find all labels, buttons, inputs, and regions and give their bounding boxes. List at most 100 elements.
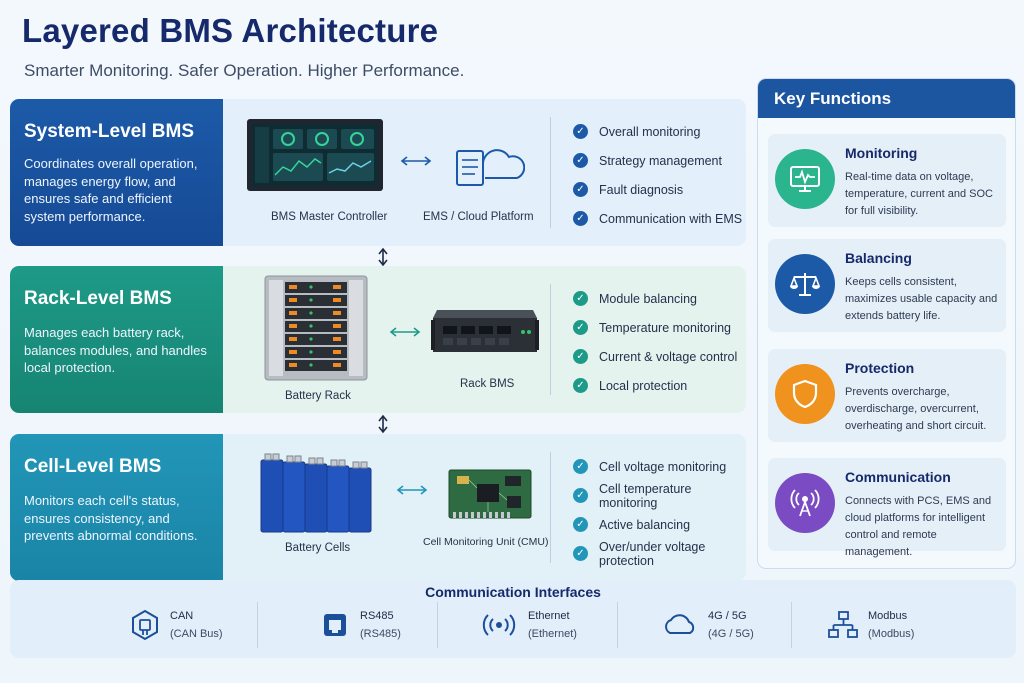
rack-level-description: Manages each battery rack, balances modu…	[24, 325, 207, 375]
interface-label: Modbus	[868, 610, 908, 622]
section-divider	[550, 284, 551, 395]
feature-label: Fault diagnosis	[599, 182, 684, 197]
check-icon: ✓	[573, 349, 588, 364]
function-title: Monitoring	[845, 145, 918, 161]
feature-item: ✓ Module balancing	[573, 284, 737, 313]
feature-item: ✓ Cell voltage monitoring	[573, 452, 746, 481]
rack-level-summary: Rack-Level BMS Manages each battery rack…	[10, 266, 223, 413]
can-bus-icon	[128, 608, 162, 642]
feature-item: ✓Local protection	[573, 371, 737, 400]
feature-item: ✓ Current & voltage control	[573, 342, 737, 371]
rack-level-panel: Rack-Level BMS Manages each battery rack…	[10, 266, 746, 413]
check-icon: ✓	[573, 488, 588, 503]
cell-level-description: Monitors each cell's status, ensures con…	[24, 493, 198, 543]
feature-label: Cell temperature monitoring	[599, 481, 692, 510]
function-title: Protection	[845, 360, 915, 376]
page-subtitle: Smarter Monitoring. Safer Operation. Hig…	[24, 61, 465, 80]
check-icon: ✓	[573, 153, 588, 168]
battery-cells-icon	[260, 453, 372, 533]
feature-item: ✓Communication with EMS	[573, 204, 742, 233]
battery-rack-caption: Battery Rack	[285, 390, 351, 402]
check-icon: ✓	[573, 182, 588, 197]
scale-icon	[775, 254, 835, 314]
system-level-description: Coordinates overall operation, manages e…	[24, 156, 198, 224]
horizontal-arrow-icon	[396, 485, 428, 495]
feature-label: Over/under voltage protection	[599, 539, 706, 568]
key-functions-panel: Key Functions Monitoring Real-time data …	[757, 78, 1016, 569]
communication-interfaces-panel: Communication Interfaces CAN (CAN Bus) R…	[10, 580, 1016, 658]
function-text: Prevents overcharge, overdischarge, over…	[845, 386, 987, 432]
check-icon: ✓	[573, 211, 588, 226]
ethernet-signal-icon	[482, 608, 516, 642]
check-icon: ✓	[573, 124, 588, 139]
feature-label: Cell voltage monitoring	[599, 459, 727, 474]
feature-label: Temperature monitoring	[599, 320, 732, 335]
rack-bms-caption: Rack BMS	[460, 378, 515, 390]
interface-sublabel: (4G / 5G)	[708, 628, 754, 640]
interface-label: RS485	[360, 610, 394, 622]
cell-feature-list: ✓ Cell voltage monitoring ✓ Cell temperatu…	[573, 452, 746, 568]
cloud-document-icon	[456, 149, 525, 186]
feature-label: Overall monitoring	[599, 124, 701, 139]
interfaces-title: Communication Interfaces	[425, 584, 601, 600]
interface-sublabel: (CAN Bus)	[170, 628, 223, 640]
key-functions-title: Key Functions	[758, 79, 1015, 118]
section-divider	[550, 452, 551, 563]
cloud-icon	[660, 608, 700, 642]
page-title: Layered BMS Architecture	[22, 12, 439, 49]
interface-sublabel: (Ethernet)	[528, 628, 577, 640]
interface-separator	[257, 602, 258, 648]
battery-cells-caption: Battery Cells	[285, 542, 351, 554]
interface-separator	[791, 602, 792, 648]
feature-label: Strategy management	[599, 153, 722, 168]
cell-level-panel: Cell-Level BMS Monitors each cell's stat…	[10, 434, 746, 581]
feature-item: ✓ Over/under voltage protection	[573, 539, 746, 568]
rack-level-title: Rack-Level BMS	[24, 288, 172, 309]
feature-item: ✓ Fault diagnosis	[573, 175, 742, 204]
function-title: Balancing	[845, 250, 912, 266]
feature-label: Current & voltage control	[599, 349, 738, 364]
vertical-arrow-icon	[378, 247, 388, 267]
battery-rack-icon	[264, 275, 368, 381]
function-text: Connects with PCS, EMS and cloud platfor…	[845, 495, 992, 558]
rack-level-detail: Battery Rack Rack BMS ✓M	[223, 266, 746, 413]
network-tree-icon	[826, 608, 860, 642]
feature-label: Module balancing	[599, 291, 697, 306]
interface-label: CAN	[170, 610, 194, 622]
feature-item: ✓ Cell temperature monitoring	[573, 481, 746, 510]
function-title: Communication	[845, 469, 951, 485]
feature-item: ✓Active balancing	[573, 510, 746, 539]
rs485-port-icon	[318, 608, 352, 642]
interface-separator	[437, 602, 438, 648]
system-level-panel: System-Level BMS Coordinates overall ope…	[10, 99, 746, 246]
system-level-summary: System-Level BMS Coordinates overall ope…	[10, 99, 223, 246]
function-text: Keeps cells consistent, maximizes usable…	[845, 276, 998, 322]
antenna-icon	[775, 473, 835, 533]
check-icon: ✓	[573, 459, 588, 474]
check-icon: ✓	[573, 546, 588, 561]
monitor-pulse-icon	[775, 149, 835, 209]
feature-item: ✓ Temperature monitoring	[573, 313, 737, 342]
function-card-balancing: Balancing Keeps cells consistent, maximi…	[768, 239, 1006, 332]
cmu-board-icon	[448, 469, 532, 519]
interface-label: Ethernet	[528, 610, 570, 622]
shield-icon	[775, 364, 835, 424]
check-icon: ✓	[573, 291, 588, 306]
ems-cloud-caption: EMS / Cloud Platform	[423, 211, 534, 223]
function-card-communication: Communication Connects with PCS, EMS and…	[768, 458, 1006, 558]
cell-level-summary: Cell-Level BMS Monitors each cell's stat…	[10, 434, 223, 581]
section-divider	[550, 117, 551, 228]
system-level-detail: BMS Master Controller EMS / Cloud Platfo…	[223, 99, 746, 246]
feature-label: Active balancing	[599, 517, 691, 532]
cell-level-detail: Battery Cells Cell Monitoring	[223, 434, 746, 581]
rack-feature-list: ✓ Module balancing ✓ Temperature monitorin…	[573, 284, 737, 400]
check-icon: ✓	[573, 320, 588, 335]
function-card-monitoring: Monitoring Real-time data on voltage, te…	[768, 134, 1006, 227]
master-controller-monitor-icon	[247, 119, 383, 191]
interface-separator	[617, 602, 618, 648]
horizontal-arrow-icon	[389, 327, 421, 337]
feature-item: ✓ Strategy management	[573, 146, 742, 175]
vertical-arrow-icon	[378, 414, 388, 434]
function-card-protection: Protection Prevents overcharge, overdisc…	[768, 349, 1006, 442]
feature-item: ✓ Overall monitoring	[573, 117, 742, 146]
